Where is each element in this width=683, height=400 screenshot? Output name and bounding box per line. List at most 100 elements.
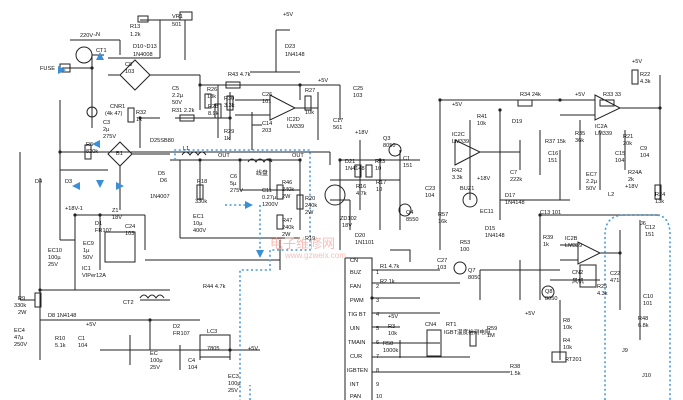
- label-c25v: 103: [353, 93, 362, 99]
- label-ec5b: 50V: [172, 100, 182, 106]
- label-18v: +18V: [355, 130, 368, 136]
- label-r39: R39: [543, 235, 553, 241]
- r6-resistor: [84, 144, 92, 160]
- cn-pin-number: 3: [376, 298, 379, 304]
- label-ic2bt: LM339: [565, 243, 582, 249]
- label-ic1t: VIPer12A: [82, 273, 106, 279]
- label-r33: R33 33: [603, 92, 621, 98]
- label-r17: R17: [376, 180, 386, 186]
- q4-transistor: [398, 203, 412, 217]
- r26-resistor: [204, 93, 212, 109]
- label-r32: R32: [136, 110, 146, 116]
- ct2-transformer: [139, 294, 165, 299]
- label-r24av: 2k: [628, 177, 634, 183]
- label-ec3: EC3: [228, 374, 239, 380]
- label-ecb: 25V: [150, 365, 160, 371]
- label-r34: R34 24k: [520, 92, 541, 98]
- coil-winding: [247, 158, 273, 163]
- label-vr1v: 501: [172, 22, 181, 28]
- q7-transistor: [453, 261, 467, 275]
- label-ic2b: IC2B: [565, 236, 578, 242]
- cn-pin-number: 1: [376, 270, 379, 276]
- label-r1: R1 4.7k: [380, 264, 399, 270]
- label-c3: C3: [103, 120, 110, 126]
- label-b1: B1: [116, 151, 123, 157]
- label-ct1: CT1: [96, 48, 107, 54]
- label-ec4: EC4: [14, 328, 25, 334]
- label-cnr1v: (4k 47): [105, 111, 123, 117]
- label-r37: R37 15k: [545, 139, 566, 145]
- label-c1v: 104: [78, 343, 87, 349]
- label-j6: J6: [640, 221, 646, 227]
- label-r16: R16: [356, 184, 366, 190]
- label-d21: D21: [345, 159, 355, 165]
- label-r42: R42: [452, 168, 462, 174]
- label-5v-2: +5V: [318, 78, 328, 84]
- label-cn2: CN2: [572, 270, 583, 276]
- label-d6: D6: [160, 178, 167, 184]
- label-c22v: 471: [610, 278, 619, 284]
- label-c8: C8: [125, 62, 132, 68]
- label-c23: C23: [425, 186, 435, 192]
- label-r21: R21: [623, 134, 633, 140]
- label-d21t: 1N4148: [345, 166, 365, 172]
- label-q8: Q8: [545, 289, 552, 295]
- label-c11: C11: [262, 188, 272, 194]
- label-c16: C16: [548, 151, 558, 157]
- label-q8t: 8050: [545, 296, 557, 302]
- cn-pin-number: 9: [376, 382, 379, 388]
- cn-pin-label: CUR: [350, 354, 362, 360]
- label-r41: R41: [477, 114, 487, 120]
- label-c3a: 2µ: [103, 127, 110, 133]
- label-d1t: FR107: [95, 228, 112, 234]
- r16-resistor: [354, 164, 362, 178]
- label-z1v: 18V: [112, 215, 122, 221]
- label-r53: R53: [460, 240, 470, 246]
- label-c6: C6: [230, 174, 237, 180]
- label-r4: R4: [563, 338, 570, 344]
- label-c9v: 104: [640, 153, 649, 159]
- arrow-left-2: [72, 182, 80, 190]
- label-r2: R2 1k: [380, 279, 395, 285]
- label-r9: R9: [18, 296, 25, 302]
- label-ec1: EC1: [193, 214, 204, 220]
- label-d3: D3: [65, 179, 72, 185]
- label-ac-in: 220V~: [80, 33, 97, 39]
- q3-transistor: [388, 143, 402, 157]
- label-l2: L2: [608, 192, 614, 198]
- label-ec11: EC11: [480, 209, 494, 215]
- label-c13: C13 101: [540, 210, 561, 216]
- arrow-right-2: [116, 182, 124, 190]
- label-ec9b: 50V: [83, 255, 93, 261]
- label-r22: R22: [640, 72, 650, 78]
- arrow-right-3: [245, 201, 253, 209]
- label-ic2d-t: LM339: [287, 124, 304, 130]
- label-n: N: [96, 32, 100, 38]
- label-ic2a-t: LM339: [595, 131, 612, 137]
- label-r25: R25: [597, 284, 607, 290]
- q8-transistor: [541, 285, 555, 299]
- label-r27: R27: [305, 88, 315, 94]
- label-5v-3: +5V: [452, 102, 462, 108]
- label-lc3: LC3: [207, 329, 217, 335]
- label-5v-8: +5V: [248, 346, 258, 352]
- label-r31: R31 2.2k: [172, 108, 195, 114]
- label-r32v: 1k: [136, 117, 142, 123]
- label-5v-9: +5V: [388, 314, 398, 320]
- label-r47a: 240k: [282, 225, 294, 231]
- cn-pin-label: TIG BT: [348, 312, 367, 318]
- label-18v-1: +18V-1: [65, 206, 83, 212]
- label-ec7b: 50V: [586, 186, 596, 192]
- watermark: 电子维修网 www.gzweix.com: [270, 237, 346, 260]
- label-r6: R6: [86, 142, 93, 148]
- label-c1-151: C1: [403, 156, 410, 162]
- label-c9: C9: [640, 146, 647, 152]
- label-l1: L1: [183, 146, 189, 152]
- label-r4v: 10k: [563, 345, 572, 351]
- label-r17v: 10: [376, 187, 382, 193]
- label-r46b: 2W: [282, 194, 291, 200]
- label-r3v: 10k: [388, 331, 397, 337]
- label-r38: R38: [510, 364, 520, 370]
- label-r20: R20: [305, 196, 315, 202]
